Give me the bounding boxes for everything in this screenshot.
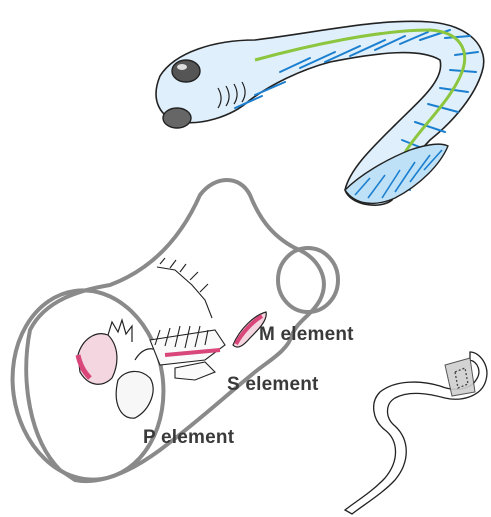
small-animal-outline <box>345 352 487 514</box>
eye <box>172 60 200 82</box>
s-elements <box>150 258 225 380</box>
m-element-label: M element <box>259 324 354 346</box>
conodont-animal-illustration <box>156 21 484 205</box>
mouth <box>163 108 191 128</box>
p-element-label: P element <box>143 427 234 449</box>
s-element-label: S element <box>227 374 319 396</box>
